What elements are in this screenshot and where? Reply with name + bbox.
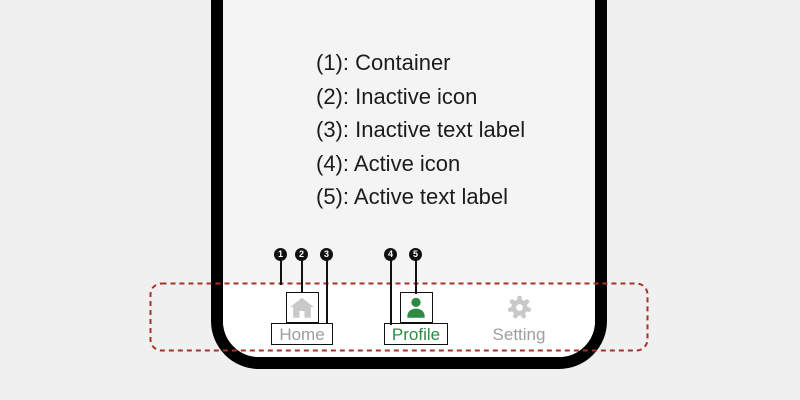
leader-line-3 bbox=[326, 260, 328, 324]
callout-badge-5: 5 bbox=[409, 248, 422, 261]
inactive-label-annotation-box: Home bbox=[271, 323, 333, 345]
leader-line-2 bbox=[301, 260, 303, 293]
legend: (1): Container (2): Inactive icon (3): I… bbox=[316, 46, 525, 214]
inactive-icon-annotation-box bbox=[285, 292, 319, 323]
tab-home[interactable]: Home bbox=[257, 292, 347, 345]
tab-label-profile: Profile bbox=[391, 324, 441, 344]
leader-line-1 bbox=[280, 260, 282, 285]
legend-item-2: (2): Inactive icon bbox=[316, 83, 478, 109]
setting-label-box: Setting bbox=[486, 323, 553, 345]
gear-icon bbox=[507, 295, 531, 319]
active-label-annotation-box: Profile bbox=[383, 323, 449, 345]
callout-badge-1: 1 bbox=[274, 248, 287, 261]
tab-profile[interactable]: Profile bbox=[371, 292, 461, 345]
leader-line-5 bbox=[415, 260, 417, 294]
tab-setting[interactable]: Setting bbox=[474, 292, 564, 345]
leader-line-4 bbox=[390, 260, 392, 325]
tab-label-setting: Setting bbox=[492, 324, 546, 344]
active-icon-annotation-box bbox=[399, 292, 433, 323]
legend-item-4: (4): Active icon bbox=[316, 150, 461, 176]
legend-item-5: (5): Active text label bbox=[316, 184, 508, 209]
callout-badge-2: 2 bbox=[295, 248, 308, 261]
tab-label-home: Home bbox=[279, 324, 325, 344]
tab-bar: Home Profile bbox=[223, 283, 595, 357]
legend-item-3: (3): Inactive text label bbox=[316, 117, 526, 142]
setting-icon-box bbox=[503, 292, 536, 323]
legend-item-1: (1): Container bbox=[316, 50, 451, 75]
home-icon bbox=[290, 297, 314, 318]
callout-badge-3: 3 bbox=[320, 248, 333, 261]
callout-badge-4: 4 bbox=[384, 248, 397, 261]
person-icon bbox=[407, 297, 425, 318]
